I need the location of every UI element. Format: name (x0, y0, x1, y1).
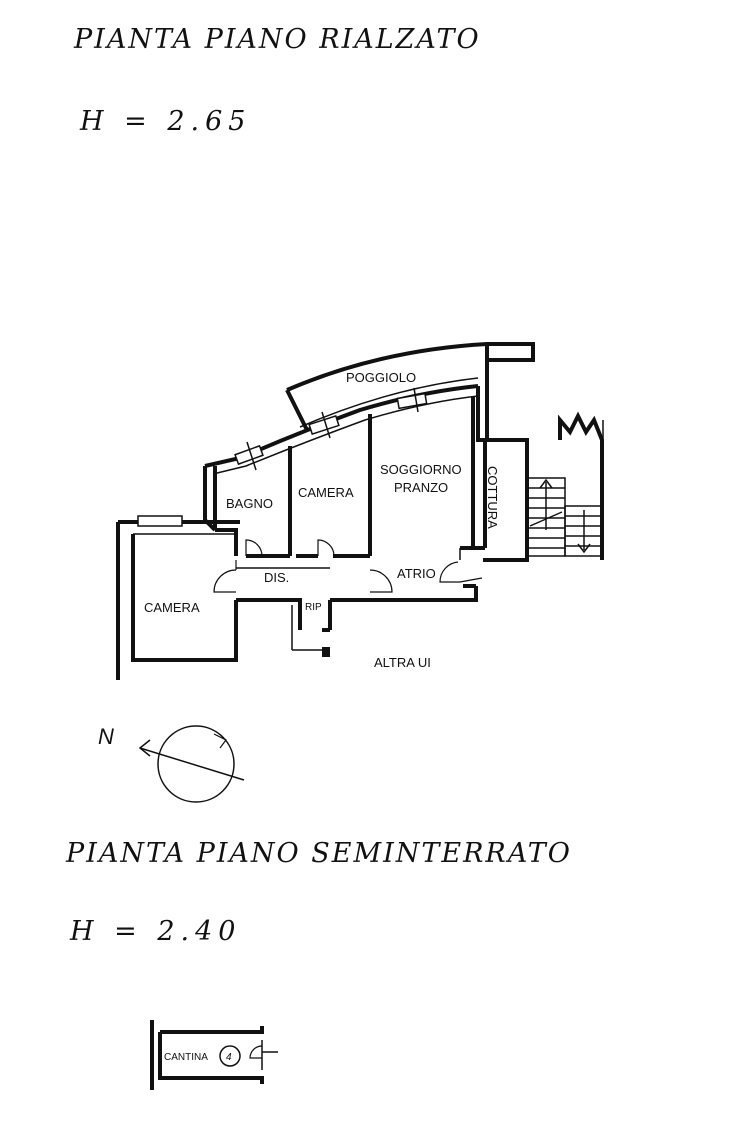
windows (137, 387, 428, 527)
lower-floor-height: H = 2.40 (70, 916, 242, 947)
upper-floor-title: PIANTA PIANO RIALZATO (74, 24, 481, 55)
room-label-cantina: CANTINA (164, 1052, 208, 1063)
room-label-camera-1: CAMERA (298, 485, 354, 500)
room-label-soggiorno: SOGGIORNO (380, 462, 462, 477)
room-label-poggiolo: POGGIOLO (346, 370, 416, 385)
label-altra-ui: ALTRA UI (374, 655, 431, 670)
balcony-outline (285, 342, 535, 440)
north-label: N (98, 724, 114, 749)
staircase (526, 411, 604, 560)
interior-walls (213, 396, 485, 569)
lower-floor-title: PIANTA PIANO SEMINTERRATO (66, 838, 572, 869)
upper-floor-height: H = 2.65 (80, 106, 252, 137)
cantina-plan: CANTINA 4 (150, 1020, 278, 1090)
north-arrow-compass: N (98, 724, 245, 803)
room-label-pranzo: PRANZO (394, 480, 448, 495)
room-label-atrio: ATRIO (397, 566, 436, 581)
room-label-cottura: COTTURA (485, 466, 500, 529)
cantina-number: 4 (226, 1052, 232, 1063)
room-label-camera-2: CAMERA (144, 600, 200, 615)
room-label-bagno: BAGNO (226, 496, 273, 511)
room-label-rip: RIP (305, 602, 322, 613)
room-label-dis: DIS. (264, 570, 289, 585)
doors (213, 539, 483, 593)
